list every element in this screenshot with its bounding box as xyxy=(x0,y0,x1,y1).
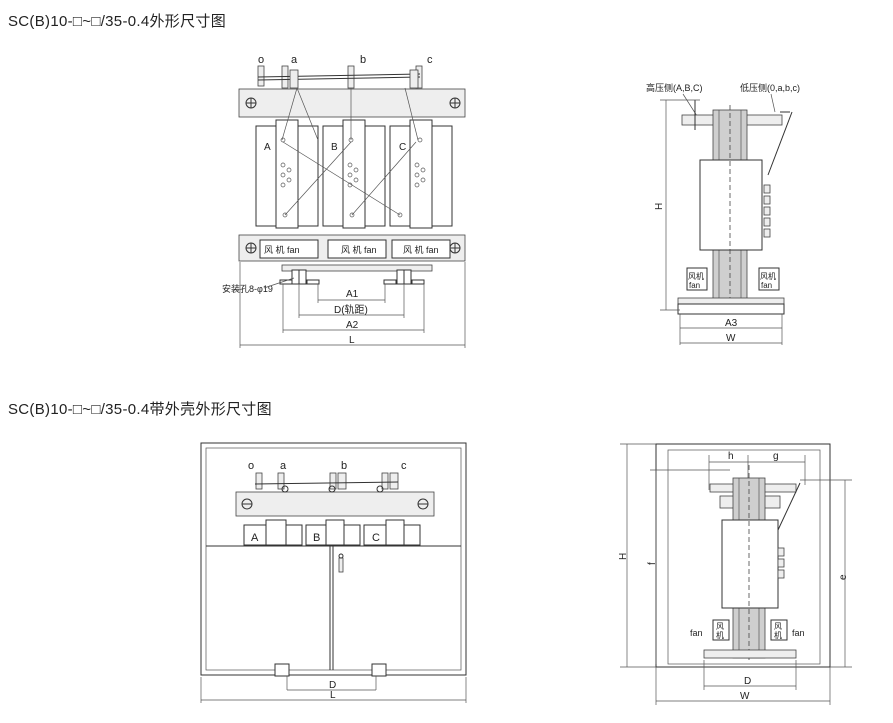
dim-label-l: L xyxy=(349,335,355,346)
dim-label-d: D xyxy=(744,676,751,687)
dim-label-a3: A3 xyxy=(725,318,738,329)
phase-label-b: B xyxy=(331,142,338,153)
dim-label-l: L xyxy=(330,690,336,701)
dim-label-a1: A1 xyxy=(346,289,359,300)
phase-label-b: B xyxy=(313,532,320,544)
dim-label-d-gauge: D(轨距) xyxy=(334,303,368,316)
dim-label-h-total: H xyxy=(618,553,629,560)
phase-coils xyxy=(255,87,453,229)
fan-label: 风 机 fan xyxy=(341,244,377,255)
dim-label-h: H xyxy=(654,203,665,210)
dim-label-e: e xyxy=(838,574,849,580)
terminal-label-c: c xyxy=(427,54,433,66)
fan-box xyxy=(259,239,319,259)
fan-label-en: fan xyxy=(689,281,700,290)
fan-label: 风 机 fan xyxy=(264,244,300,255)
fan-label-cn: 风机 xyxy=(688,271,704,281)
dim-label-g: g xyxy=(773,451,779,462)
coil-body xyxy=(699,159,763,251)
terminal-label-a: a xyxy=(291,54,298,66)
terminal-label-o: o xyxy=(248,460,254,472)
dim-label-w: W xyxy=(740,691,750,702)
door-handle-icon xyxy=(338,557,344,573)
enclosure-side-view: h g 风 机 风 机 fan fan H f e xyxy=(618,443,852,705)
fan-label: 风 机 fan xyxy=(403,244,439,255)
fan-label-cn-2: 机 xyxy=(716,630,724,640)
side-view: 高压侧(A,B,C) 低压侧(0,a,b,c) 风机 fan 风机 fan xyxy=(646,82,800,345)
diagram-title-top: SC(B)10-□~□/35-0.4外形尺寸图 xyxy=(8,13,226,30)
lv-terminal-bars xyxy=(257,65,423,89)
terminal-label-o: o xyxy=(258,54,264,66)
front-dimension-lines xyxy=(239,262,466,348)
lv-side-label: 低压侧(0,a,b,c) xyxy=(740,82,800,93)
fan-label-en: fan xyxy=(690,628,703,638)
enclosure-front-view: o a b c A B C D L xyxy=(200,442,467,703)
dim-label-d: D xyxy=(329,680,336,691)
phase-label-c: C xyxy=(399,142,406,153)
terminal-label-a: a xyxy=(280,460,287,472)
fan-label-cn: 风机 xyxy=(760,271,776,281)
phase-label-a: A xyxy=(264,142,271,153)
dim-label-w: W xyxy=(726,333,736,344)
fan-box xyxy=(327,239,387,259)
fan-label-en: fan xyxy=(792,628,805,638)
dim-label-h-lower: h xyxy=(728,451,734,462)
terminal-label-b: b xyxy=(360,54,366,66)
fan-box xyxy=(391,239,451,259)
fan-label-cn-2: 机 xyxy=(774,630,782,640)
mount-hole-label: 安装孔8-φ19 xyxy=(222,283,273,294)
front-view: o a b c xyxy=(222,54,466,348)
terminal-label-b: b xyxy=(341,460,347,472)
terminal-label-c: c xyxy=(401,460,407,472)
hv-side-label: 高压侧(A,B,C) xyxy=(646,82,703,93)
fan-label-cn-1: 风 xyxy=(716,622,724,631)
coil-body xyxy=(721,519,779,609)
fan-label-cn-1: 风 xyxy=(774,622,782,631)
base-rail xyxy=(281,264,433,272)
dim-label-f: f xyxy=(647,562,658,565)
phase-label-c: C xyxy=(372,532,380,544)
upper-clamp xyxy=(238,88,466,118)
diagram-title-bottom: SC(B)10-□~□/35-0.4带外壳外形尺寸图 xyxy=(8,401,272,418)
fan-label-en: fan xyxy=(761,281,772,290)
phase-label-a: A xyxy=(251,532,259,544)
dim-label-a2: A2 xyxy=(346,320,359,331)
